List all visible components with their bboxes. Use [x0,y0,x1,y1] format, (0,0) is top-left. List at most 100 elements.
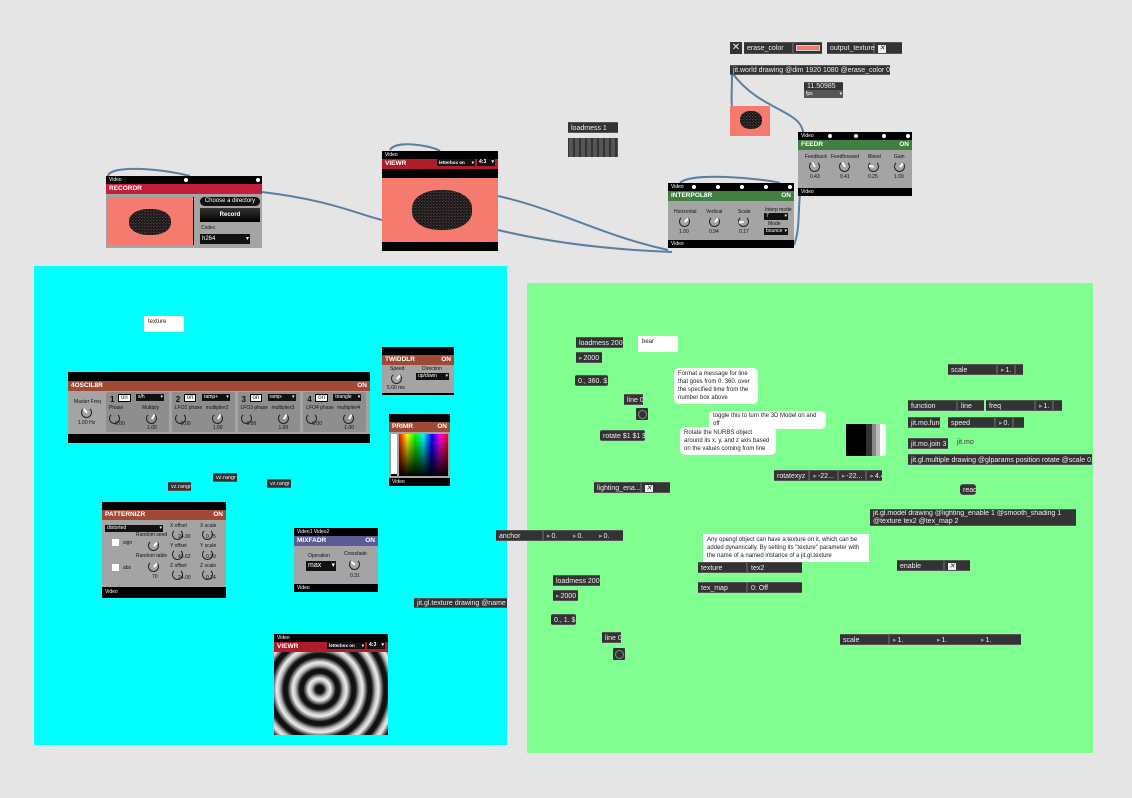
sign-checkbox[interactable] [112,539,119,546]
operation-select[interactable]: max [306,561,336,571]
master-freq-knob[interactable] [81,407,92,418]
abs-checkbox[interactable] [112,564,119,571]
jit-mo-join-object[interactable]: jit.mo.join 3 6 [908,438,948,449]
phase-knob[interactable] [306,413,318,424]
message-box[interactable]: 0., 360. $1 [575,375,608,386]
aspect-select[interactable]: 4:3 [477,159,495,166]
number-box[interactable]: -22... [839,471,868,480]
number-box[interactable]: 4.4... [867,471,882,480]
number-box[interactable]: 0. [544,531,570,540]
y-scale-knob[interactable] [202,549,213,560]
channel-on-toggle[interactable]: on [315,394,328,402]
bang-button[interactable] [636,408,648,420]
rotatexyz-attr[interactable]: rotatexyz-22...-22...4.4... [774,470,882,481]
bang-button[interactable] [613,648,625,660]
color-picker[interactable] [399,434,448,476]
waveform-select[interactable]: ramp+ [201,394,230,401]
on-toggle[interactable]: ON [213,511,223,518]
checkbox[interactable]: ✕ [878,45,886,53]
matrix-control[interactable] [568,138,618,157]
read-message[interactable]: read [960,484,976,495]
phase-knob[interactable] [240,413,252,424]
vz-rangr-object[interactable]: vz.rangr [213,473,237,482]
scale-attr[interactable]: scale1.1.1. [840,634,1021,645]
number-box[interactable]: 1. [934,635,978,644]
bleed-knob[interactable] [868,161,879,172]
fps-number[interactable]: 11.50985 [804,82,843,91]
checkbox[interactable]: ✕ [645,485,653,492]
number-box[interactable]: 1. [1036,401,1055,410]
number-box[interactable]: 0. [596,531,612,540]
jit-gl-model-object[interactable]: jit.gl.model drawing @lighting_enable 1 … [870,509,1076,526]
message-box[interactable]: 0., 1. $1 [551,614,576,625]
z-offset-knob[interactable] [172,569,183,580]
texture-value[interactable]: tex2 [751,565,765,572]
tex-map-select[interactable]: 0: Off [751,585,768,592]
random-table-knob[interactable] [148,561,159,572]
on-toggle[interactable]: ON [441,356,451,363]
loadmess-object[interactable]: loadmess 2000 [576,337,623,348]
scale-attr[interactable]: scale1. [948,364,1023,375]
number-box[interactable]: 1. [978,635,994,644]
waveform-select[interactable]: ramp- [267,394,296,401]
phase-knob[interactable] [174,413,186,424]
y-offset-knob[interactable] [172,549,183,560]
jit-gl-texture-object[interactable]: jit.gl.texture drawing @name tex2 [414,598,507,608]
vz-rangr-object[interactable]: vz.rangr [267,479,291,488]
lighting-attr[interactable]: lighting_ena...✕ [594,482,670,493]
output-texture-attr[interactable]: output_texture✕ [827,42,902,54]
choose-directory-button[interactable]: Choose a directory [200,197,260,206]
anchor-attr[interactable]: anchor0.0.0. [496,530,623,541]
channel-on-toggle[interactable]: on [183,394,197,402]
scale-knob[interactable] [738,216,749,227]
erase-color-attr[interactable]: erase_color [744,42,822,54]
enable-attr[interactable]: enable✕ [897,560,970,571]
checkbox[interactable]: ✕ [948,563,956,570]
brightness-slider[interactable] [391,434,397,476]
freq-attr[interactable]: freq1. [986,400,1062,411]
inlet[interactable] [184,178,188,182]
number-box[interactable]: 0. [570,531,596,540]
line-object[interactable]: line 0. [602,632,621,643]
random-seed-knob[interactable] [148,540,159,551]
vertical-knob[interactable] [709,216,720,227]
channel-on-toggle[interactable]: on [118,394,131,402]
number-box[interactable]: 2000 [576,352,602,363]
on-toggle[interactable]: ON [899,141,909,148]
mode-select[interactable]: bounce [764,228,788,235]
inlet[interactable] [256,178,260,182]
interp-mode-select[interactable]: 7 [764,213,788,220]
loadmess-object[interactable]: loadmess 1 [568,122,618,133]
multiply-knob[interactable] [343,413,355,424]
multiply-knob[interactable] [277,413,289,424]
on-toggle[interactable]: ON [437,423,447,430]
on-toggle[interactable]: ON [357,382,367,389]
record-button[interactable]: Record [200,208,260,222]
x-scale-knob[interactable] [202,529,213,540]
crossfade-knob[interactable] [349,559,360,570]
codec-select[interactable]: h264 [200,234,250,244]
channel-on-toggle[interactable]: on [249,394,263,402]
line-object[interactable]: line 0. [624,394,643,405]
aspect-select[interactable]: 4:3 [367,642,385,649]
color-swatch[interactable] [796,45,820,51]
letterbox-select[interactable]: letterbox on [437,159,475,166]
waveform-select[interactable]: triangle [333,394,362,401]
vz-rangr-object[interactable]: vz.rangr [168,482,191,491]
jit-world-object[interactable]: jit.world drawing @dim 1920 1080 @erase_… [730,65,890,75]
number-box[interactable]: 1. [890,635,934,644]
letterbox-select[interactable]: letterbox on [327,642,365,649]
multiply-knob[interactable] [211,413,223,424]
fps-unit-select[interactable]: fps [804,91,843,98]
multiply-knob[interactable] [146,413,157,424]
jit-gl-multiple-object[interactable]: jit.gl.multiple drawing @glparams positi… [908,454,1092,465]
on-toggle[interactable]: ON [365,537,375,544]
loadmess-object[interactable]: loadmess 2000 [553,575,600,586]
number-box[interactable]: 0. [996,418,1015,427]
gain-knob[interactable] [894,161,905,172]
number-box[interactable]: 1. [998,365,1017,374]
speed-attr[interactable]: speed0. [948,417,1024,428]
